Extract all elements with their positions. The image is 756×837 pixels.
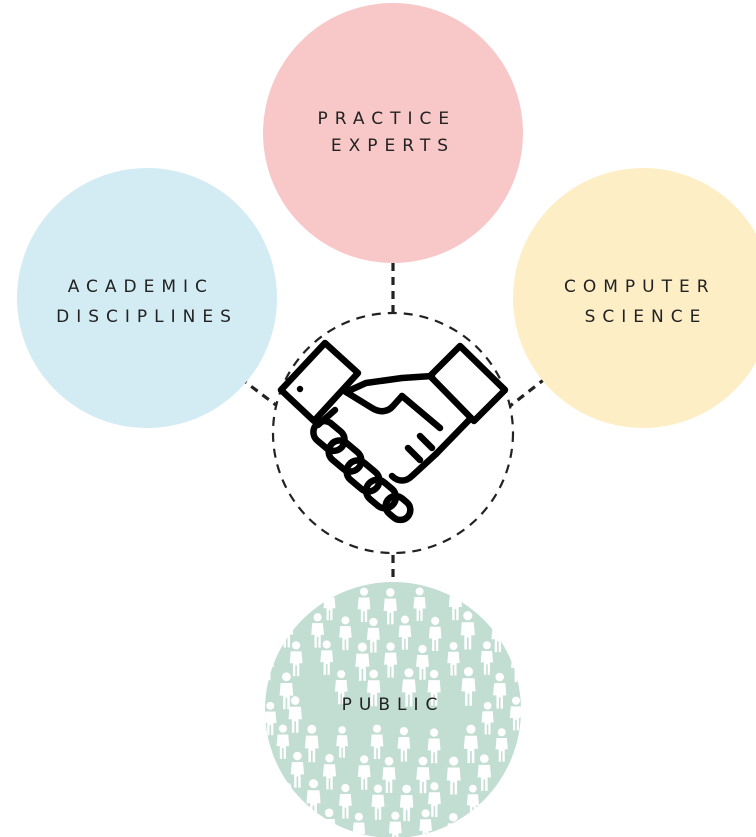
person-figure — [495, 781, 508, 815]
person-figure — [265, 752, 271, 787]
person-figure — [523, 723, 537, 761]
node-practice-label: PRACTICE EXPERTS — [318, 109, 469, 156]
person-figure — [511, 757, 521, 793]
node-computer-label: COMPUTER SCIENCE — [564, 277, 728, 327]
connector-lines — [239, 263, 547, 582]
handshake-icon — [277, 339, 509, 524]
node-public-label: PUBLIC — [342, 695, 445, 715]
node-practice-circle — [263, 3, 523, 263]
node-academic-label: ACADEMIC DISCIPLINES — [56, 277, 238, 327]
center-dashed-circle — [271, 311, 515, 555]
node-academic-circle — [17, 168, 277, 428]
node-computer-circle — [513, 168, 756, 428]
connector-academic — [239, 376, 281, 410]
connector-computer — [509, 376, 547, 408]
